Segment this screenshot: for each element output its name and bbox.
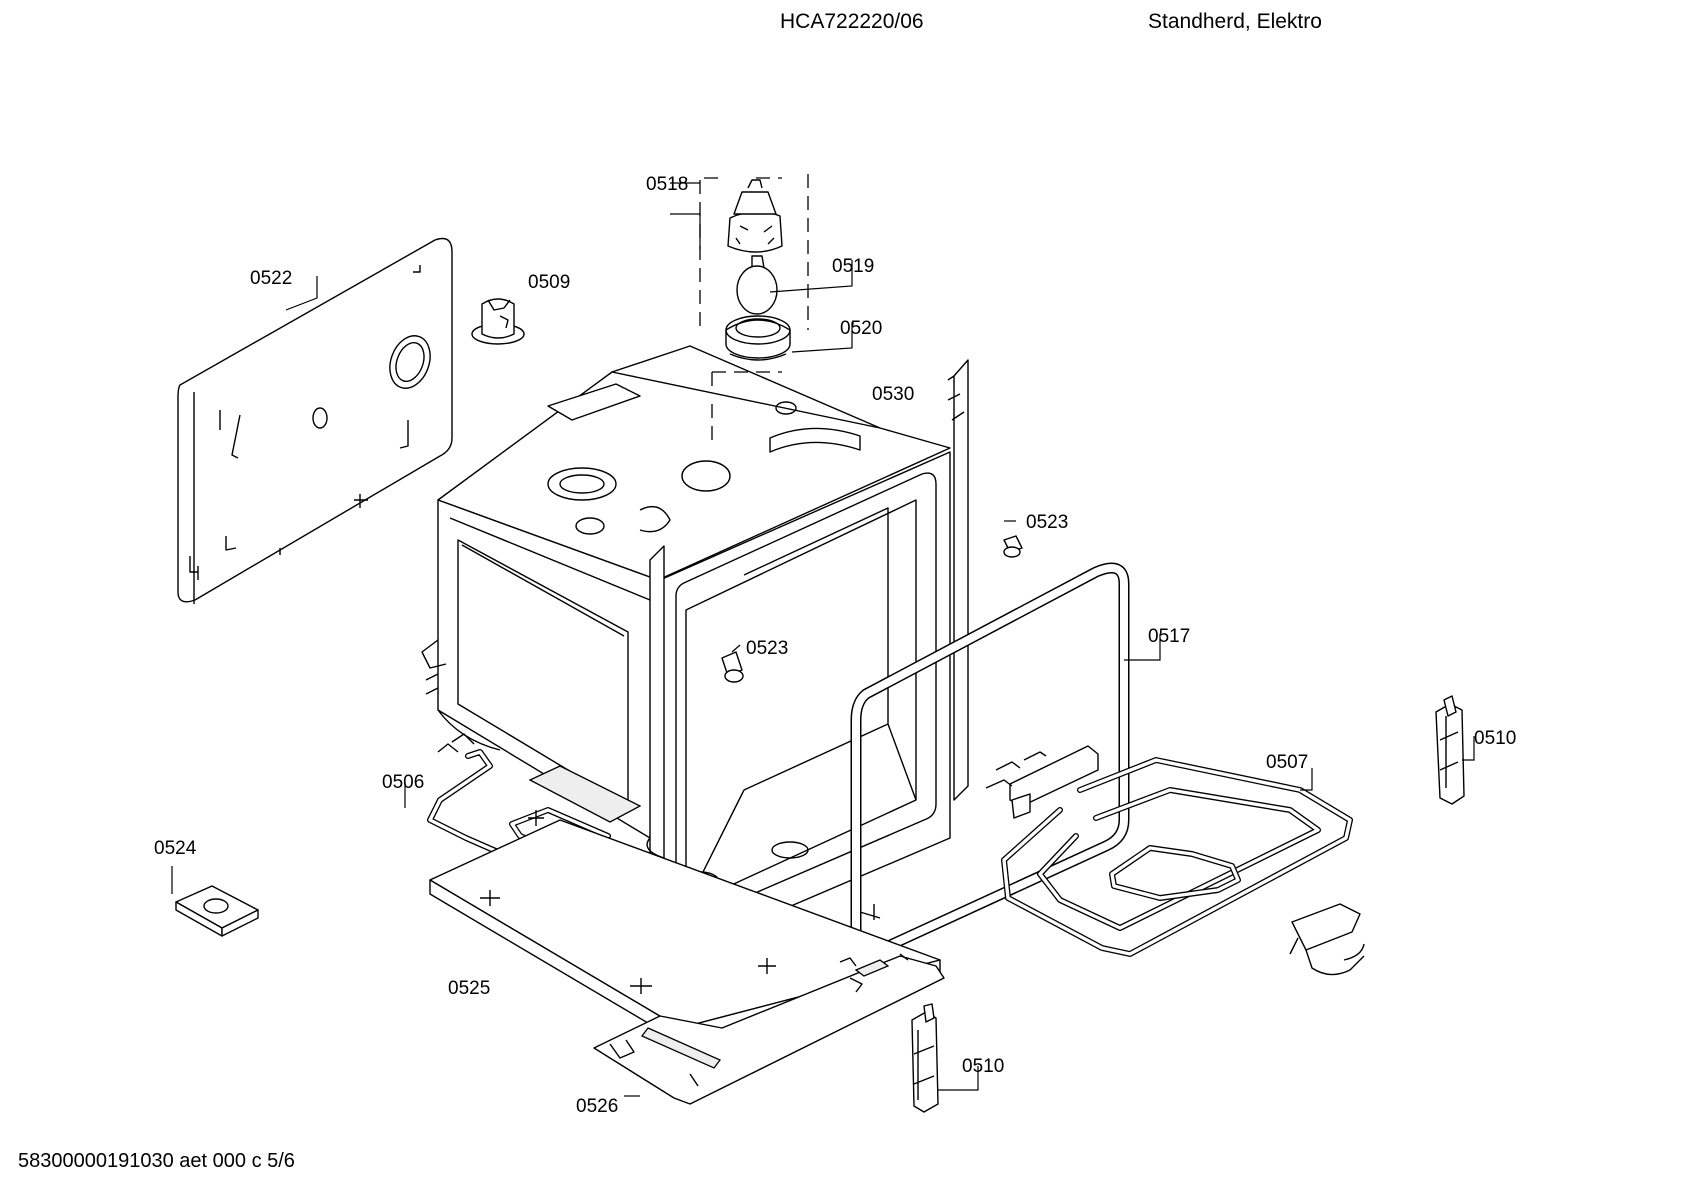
switch-0509[interactable] [471,298,525,345]
leader-lines [171,182,1475,1097]
label-0519: 0519 [832,256,874,277]
grill-heating-element-0507[interactable] [985,745,1353,957]
hinge-latch-0510-lower-right[interactable] [1289,903,1365,976]
label-0510-right: 0510 [1474,728,1516,749]
label-0523-center: 0523 [746,638,788,659]
oven-lamp-assembly [699,174,809,470]
bottom-cover-plate-0526[interactable] [593,953,945,1105]
lamp-holder-0518[interactable] [727,179,783,253]
label-0507: 0507 [1266,752,1308,773]
label-0518: 0518 [646,174,688,195]
label-0510-lower: 0510 [962,1056,1004,1077]
label-0520: 0520 [840,318,882,339]
lamp-cover-ring-0520[interactable] [725,315,791,361]
label-0506: 0506 [382,772,424,793]
rear-panel-0522[interactable] [177,237,453,605]
label-0522: 0522 [250,268,292,289]
lamp-bulb-0519[interactable] [736,255,778,315]
model-number: HCA722220/06 [780,10,924,33]
screw-0523-center[interactable] [721,651,744,683]
document-code: 58300000191030 aet 000 c 5/6 [18,1150,295,1172]
square-washer-0524[interactable] [175,885,259,937]
oven-housing-0530[interactable] [421,345,969,979]
label-0526: 0526 [576,1096,618,1117]
label-0509: 0509 [528,272,570,293]
label-0525: 0525 [448,978,490,999]
door-gasket-0517[interactable] [850,562,1130,957]
appliance-description: Standherd, Elektro [1148,10,1322,33]
label-0524: 0524 [154,838,197,859]
label-0523-right: 0523 [1026,512,1068,533]
hinge-bracket-0510-lower[interactable] [911,1003,939,1113]
hinge-bracket-0510-right[interactable] [1435,695,1465,805]
screw-0523-right[interactable] [1003,535,1023,558]
label-0530: 0530 [872,384,914,405]
label-0517: 0517 [1148,626,1190,647]
